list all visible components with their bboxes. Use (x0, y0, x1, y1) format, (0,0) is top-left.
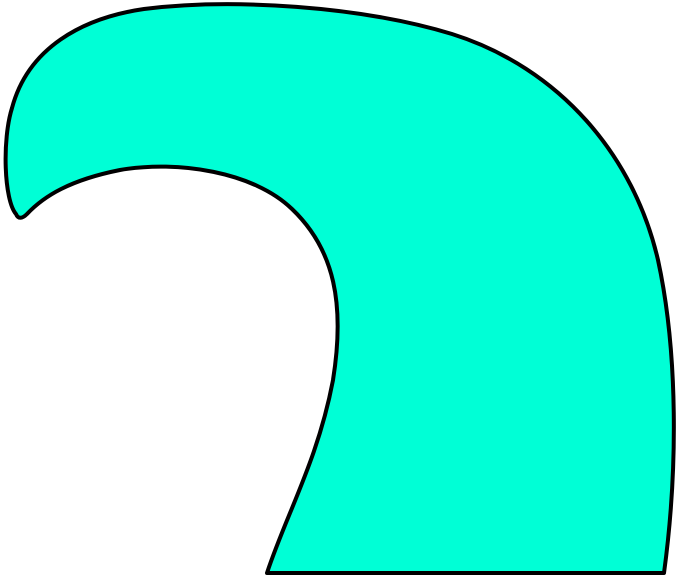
wave-shape (3, 2, 676, 575)
